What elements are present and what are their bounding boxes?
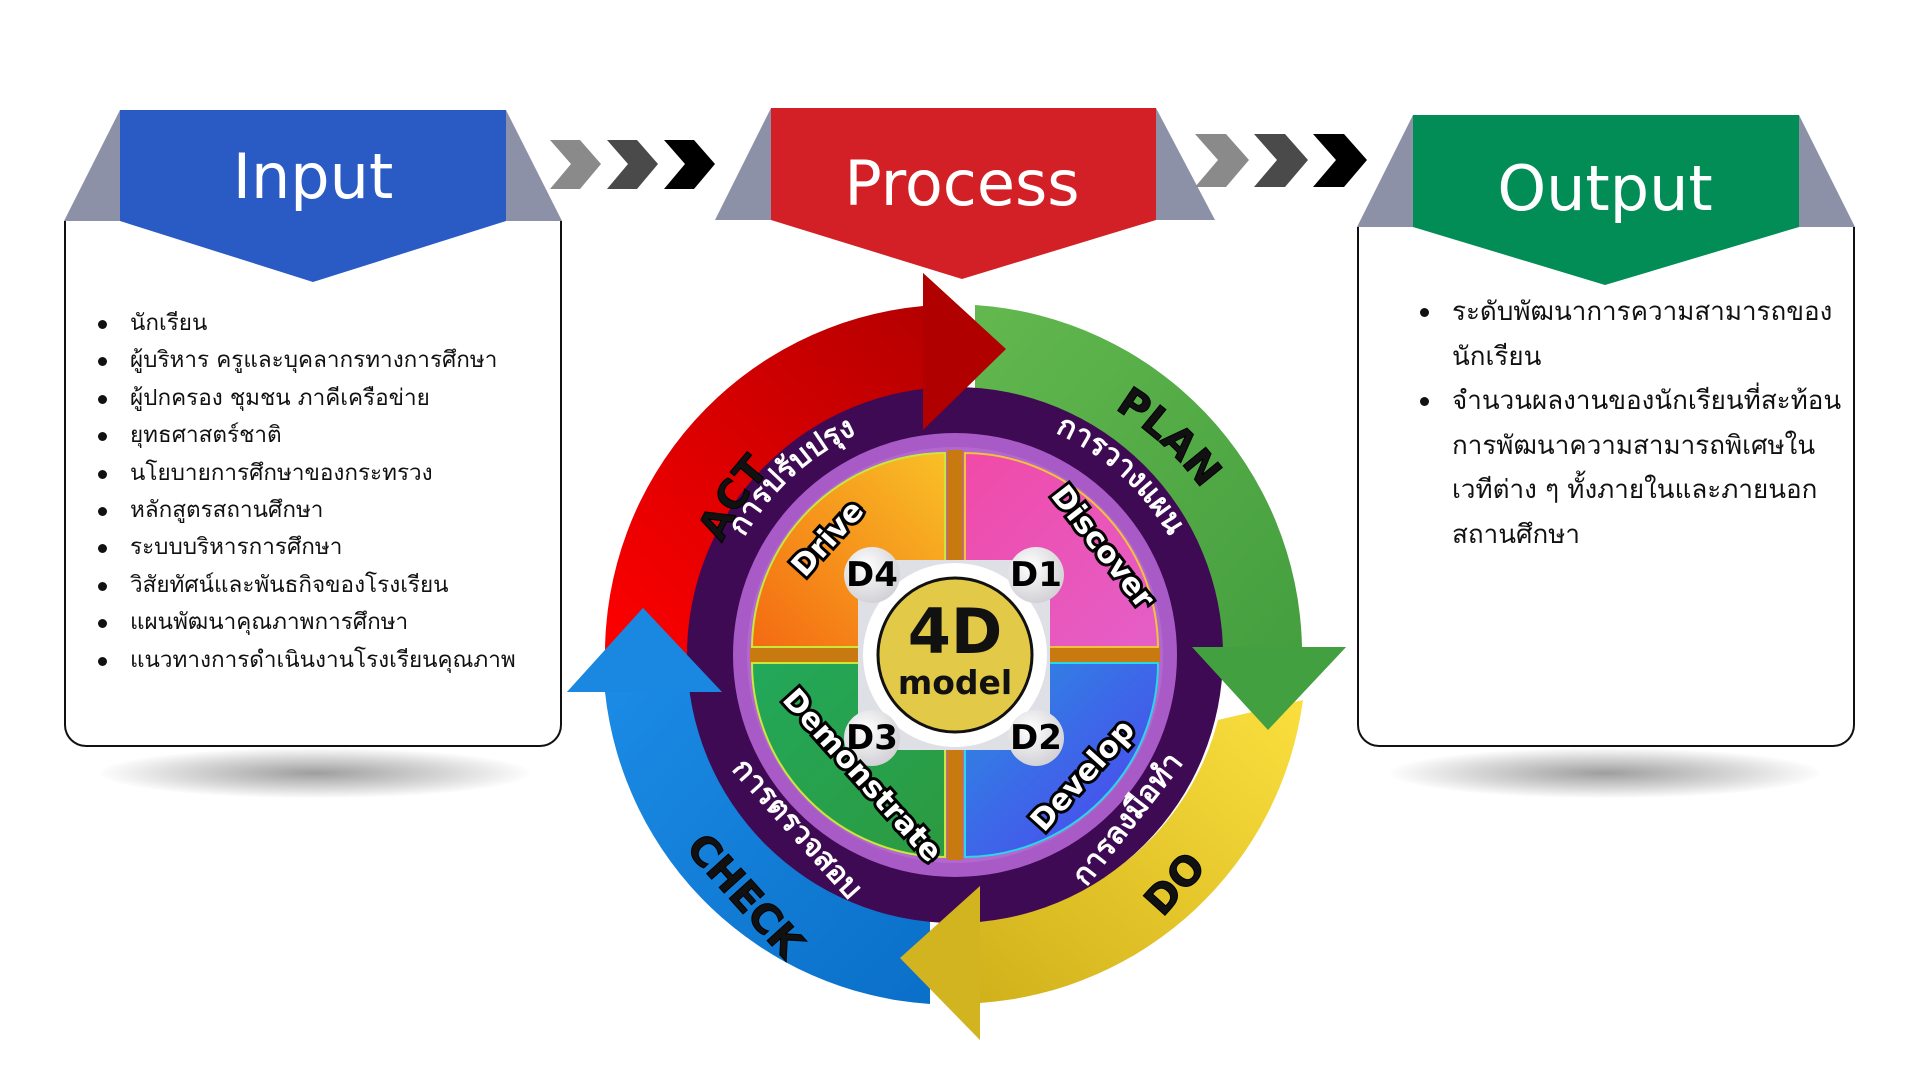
badge-circle — [844, 710, 900, 766]
chevron-icon — [607, 140, 658, 189]
center-subtitle: model — [898, 663, 1012, 702]
output-item: ระดับพัฒนาการความสามารถของนักเรียน — [1410, 290, 1850, 379]
chevron-icon — [1313, 134, 1367, 187]
output-box-shadow — [1390, 748, 1820, 798]
input-list: นักเรียน ผู้บริหาร ครูและบุคลากรทางการศึ… — [88, 305, 558, 679]
badge-d4: D4 — [844, 547, 900, 603]
center-disk — [876, 576, 1034, 734]
chevron-icon — [550, 140, 601, 189]
output-header-banner — [1413, 115, 1799, 285]
input-box-shadow — [100, 748, 530, 798]
process-title: Process — [844, 147, 1079, 220]
input-box — [64, 221, 562, 747]
input-item: นโยบายการศึกษาของกระทรวง — [88, 455, 558, 492]
badge-d1: D1 — [1008, 547, 1064, 603]
input-title: Input — [233, 140, 394, 213]
chevron-icon — [1195, 134, 1249, 187]
process-header: Process — [715, 108, 1215, 279]
do-arrow — [900, 700, 1303, 1040]
input-item: ผู้ปกครอง ชุมชน ภาคีเครือข่าย — [88, 380, 558, 417]
chevron-icon — [664, 140, 715, 189]
center-title: 4D — [908, 595, 1003, 668]
input-item: ระบบบริหารการศึกษา — [88, 529, 558, 566]
output-item: จำนวนผลงานของนักเรียนที่สะท้อนการพัฒนาคว… — [1410, 379, 1850, 557]
chevrons-process-to-output — [1195, 134, 1367, 187]
badge-circle — [844, 547, 900, 603]
input-item: แผนพัฒนาคุณภาพการศึกษา — [88, 604, 558, 641]
badge-d3-label: D3 — [846, 718, 898, 758]
badge-circle — [1008, 710, 1064, 766]
input-header-banner — [120, 110, 506, 282]
output-title: Output — [1497, 152, 1712, 225]
check-arrow — [567, 608, 930, 1004]
input-item: แนวทางการดำเนินงานโรงเรียนคุณภาพ — [88, 642, 558, 679]
process-header-banner — [771, 108, 1156, 279]
act-arrowhead — [923, 273, 1006, 430]
input-item: หลักสูตรสถานศึกษา — [88, 492, 558, 529]
do-arrowhead — [900, 886, 980, 1040]
output-box — [1357, 227, 1855, 747]
chevron-icon — [1254, 134, 1308, 187]
badge-d2: D2 — [1008, 710, 1064, 766]
output-header: Output — [1357, 115, 1855, 285]
input-item: นักเรียน — [88, 305, 558, 342]
input-header: Input — [64, 110, 562, 282]
input-item: วิสัยทัศน์และพันธกิจของโรงเรียน — [88, 567, 558, 604]
badge-circle — [1008, 547, 1064, 603]
check-arrowhead — [567, 608, 722, 692]
input-item: ผู้บริหาร ครูและบุคลากรทางการศึกษา — [88, 342, 558, 379]
output-list: ระดับพัฒนาการความสามารถของนักเรียน จำนวน… — [1410, 290, 1850, 557]
chevrons-input-to-process — [550, 140, 715, 189]
badge-d4-label: D4 — [846, 555, 898, 595]
badge-d3: D3 — [844, 710, 900, 766]
badge-d2-label: D2 — [1010, 718, 1062, 758]
input-item: ยุทธศาสตร์ชาติ — [88, 417, 558, 454]
plan-arrow — [975, 305, 1346, 730]
plan-arrowhead — [1192, 647, 1346, 730]
badge-d1-label: D1 — [1010, 555, 1062, 595]
